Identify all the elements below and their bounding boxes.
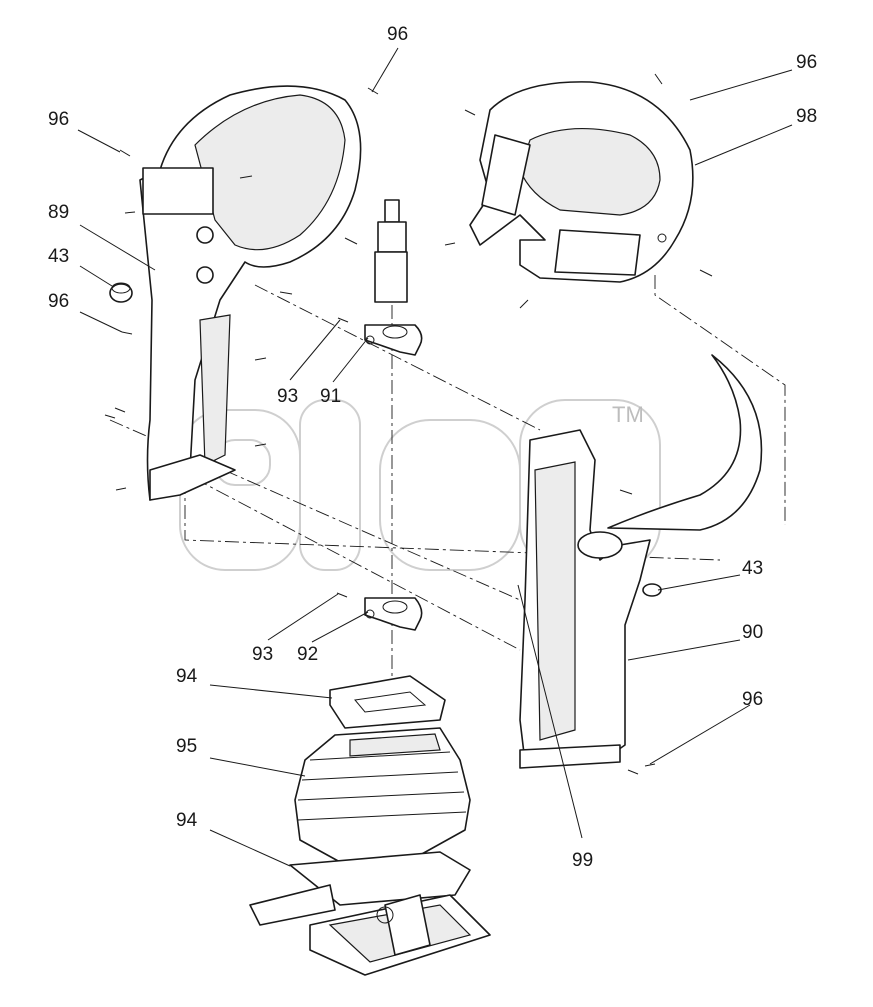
watermark-tm: TM bbox=[612, 402, 644, 427]
callout-90: 90 bbox=[742, 622, 763, 643]
callout-94-upper: 94 bbox=[176, 666, 198, 687]
callout-96-right-top: 96 bbox=[796, 52, 817, 73]
part-95-bellows bbox=[294, 727, 471, 863]
part-43-cap-left bbox=[109, 282, 133, 303]
callout-96-right-bottom: 96 bbox=[742, 689, 763, 710]
callout-96-left-top: 96 bbox=[48, 109, 69, 130]
leader-lines bbox=[77, 47, 793, 867]
callout-96-top: 96 bbox=[387, 24, 408, 45]
callout-96-left-mid: 96 bbox=[48, 291, 69, 312]
base-assembly bbox=[249, 884, 491, 976]
part-89-left-shell bbox=[139, 85, 362, 501]
callout-95: 95 bbox=[176, 736, 197, 757]
callout-43-left: 43 bbox=[48, 246, 69, 267]
part-98-upper-shell bbox=[469, 81, 694, 283]
callout-93-upper: 93 bbox=[277, 386, 298, 407]
part-43-cap-right bbox=[642, 583, 662, 597]
callout-92: 92 bbox=[297, 644, 318, 665]
part-91-clamp bbox=[364, 324, 423, 356]
callout-99: 99 bbox=[572, 850, 593, 871]
callout-98: 98 bbox=[796, 106, 817, 127]
control-shaft bbox=[374, 199, 408, 303]
screws bbox=[104, 73, 713, 775]
part-90-right-housing bbox=[519, 429, 651, 769]
callout-93-lower: 93 bbox=[252, 644, 273, 665]
part-94-upper-plate bbox=[329, 675, 446, 729]
callouts: 96 96 96 98 89 43 96 93 91 43 90 93 92 9… bbox=[48, 24, 817, 871]
part-90-top-crescent bbox=[607, 354, 763, 531]
part-92-clamp bbox=[364, 597, 423, 631]
callout-43-right: 43 bbox=[742, 558, 763, 579]
callout-91: 91 bbox=[320, 386, 341, 407]
callout-94-lower: 94 bbox=[176, 810, 198, 831]
callout-89: 89 bbox=[48, 202, 69, 223]
